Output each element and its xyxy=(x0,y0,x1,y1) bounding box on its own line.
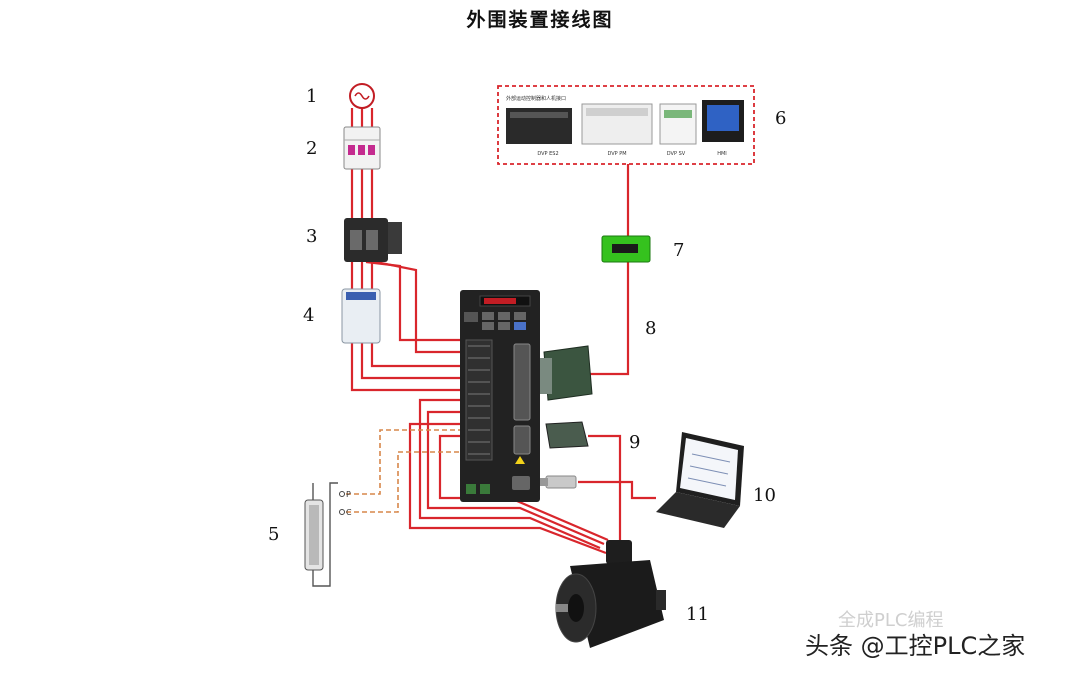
label-6: 6 xyxy=(775,108,787,129)
resistor-wires xyxy=(346,429,468,513)
controller-panel: 外部运动控制器和人机接口 DVP ES2 DVP PM DVP SV HMI xyxy=(497,85,755,165)
label-10: 10 xyxy=(753,485,776,506)
usb-plug-icon xyxy=(540,475,577,489)
plc-dvp-sv-icon xyxy=(659,103,697,145)
plc-dvp-pm-icon xyxy=(581,103,653,145)
device-label-dvp-es2: DVP ES2 xyxy=(537,151,558,157)
terminal-p-label: P xyxy=(346,490,351,499)
label-5: 5 xyxy=(268,524,280,545)
label-2: 2 xyxy=(306,138,318,159)
label-8: 8 xyxy=(645,318,657,339)
device-label-dvp-sv: DVP SV xyxy=(667,151,686,157)
watermark-faint: 全成PLC编程 xyxy=(838,610,944,631)
label-7: 7 xyxy=(673,240,685,261)
label-4: 4 xyxy=(303,305,315,326)
cn1-connector-icon xyxy=(540,345,593,401)
ac-source-icon xyxy=(349,83,375,109)
label-11: 11 xyxy=(686,604,709,625)
emi-filter-icon xyxy=(341,288,381,344)
servo-drive-icon xyxy=(460,290,540,502)
label-1: 1 xyxy=(306,86,318,107)
regen-resistor-icon: P C xyxy=(304,482,352,587)
label-3: 3 xyxy=(306,226,318,247)
terminal-c-label: C xyxy=(346,508,352,517)
laptop-icon xyxy=(656,432,744,528)
diagram-title: 外围装置接线图 xyxy=(466,9,614,31)
hmi-icon xyxy=(702,100,744,142)
plc-dvp-es2-icon xyxy=(506,108,572,144)
power-wires xyxy=(350,108,656,555)
converter-icon xyxy=(601,235,651,263)
watermark-source: 头条 @工控PLC之家 xyxy=(805,632,1026,660)
device-label-hmi: HMI xyxy=(717,151,727,157)
circuit-breaker-icon xyxy=(343,126,381,170)
controller-caption: 外部运动控制器和人机接口 xyxy=(506,95,566,102)
servo-motor-icon xyxy=(555,540,666,648)
label-9: 9 xyxy=(629,432,641,453)
cn2-connector-icon xyxy=(545,421,589,449)
magnetic-contactor-icon xyxy=(344,218,402,262)
device-label-dvp-pm: DVP PM xyxy=(607,151,626,157)
